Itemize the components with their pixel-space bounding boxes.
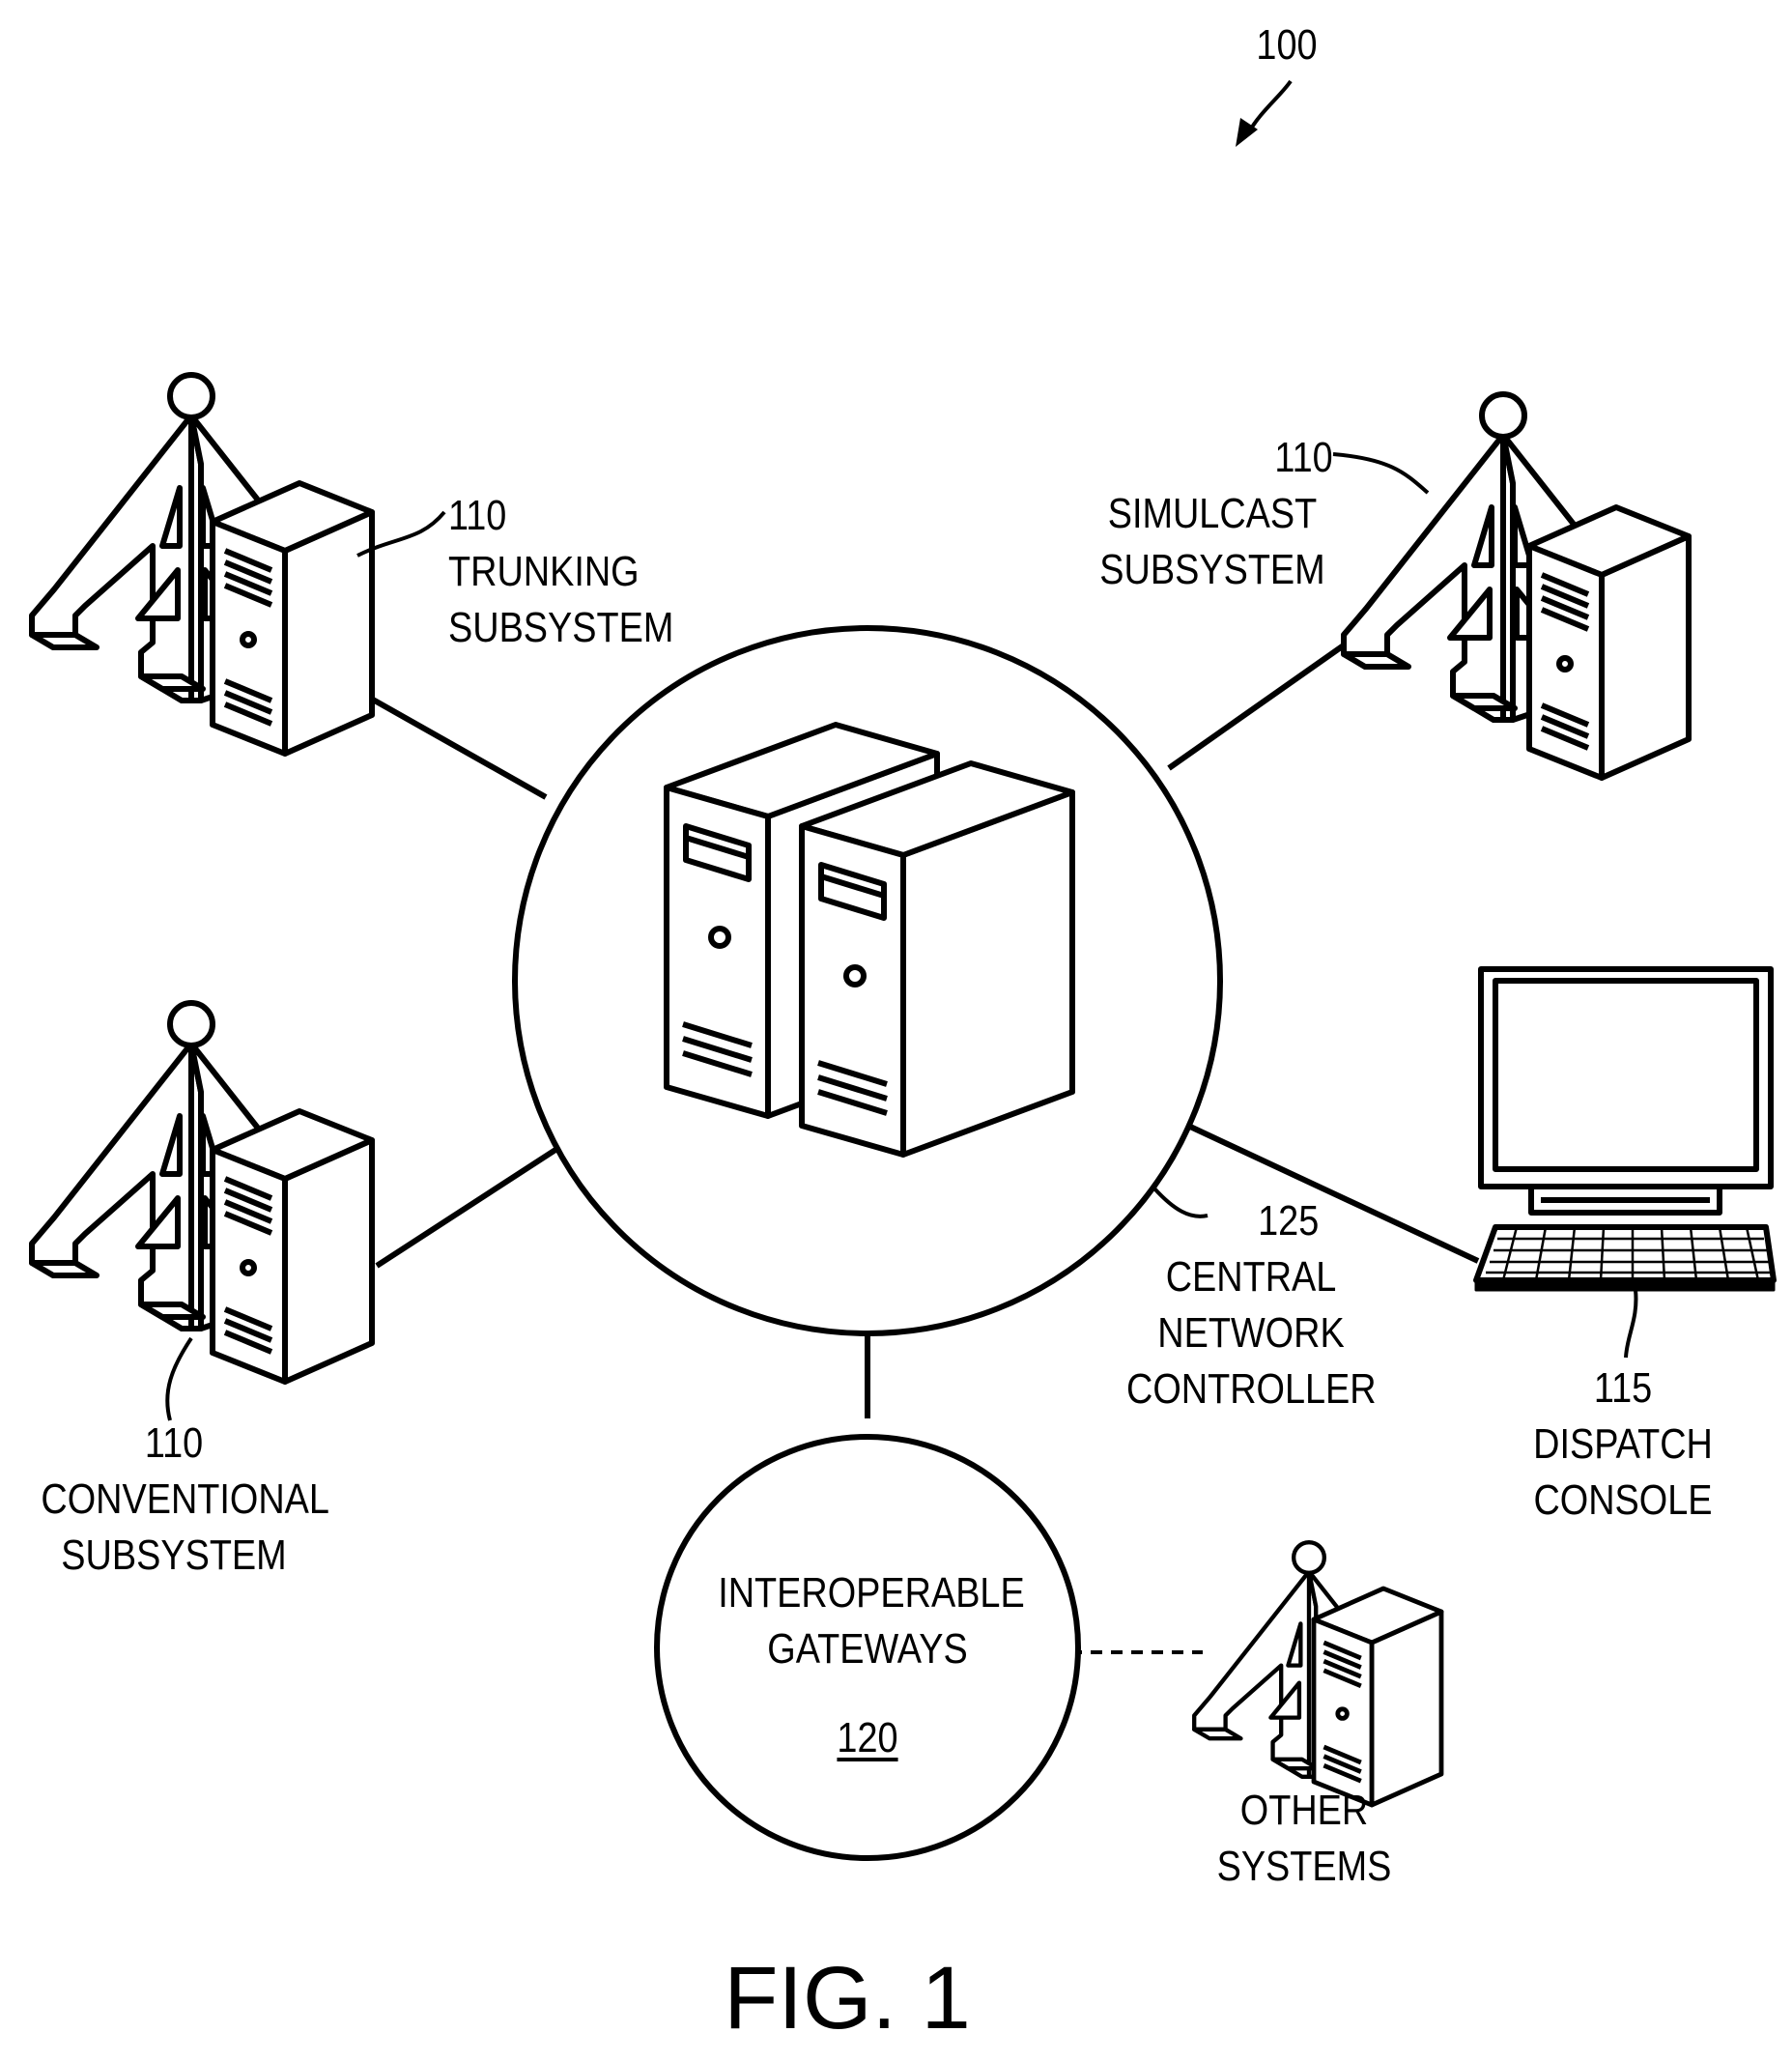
controller-line2: NETWORK bbox=[1126, 1305, 1376, 1361]
keyboard-icon bbox=[1476, 1227, 1774, 1290]
dispatch-line1: DISPATCH bbox=[1520, 1417, 1727, 1473]
monitor-icon bbox=[1481, 969, 1771, 1213]
dispatch-leader bbox=[1626, 1290, 1636, 1358]
dispatch-ref: 115 bbox=[1520, 1360, 1727, 1417]
conventional-link bbox=[377, 1150, 555, 1266]
simulcast-leader bbox=[1333, 454, 1428, 493]
trunking-line2: SUBSYSTEM bbox=[448, 600, 673, 656]
conventional-subsystem-label: 110 CONVENTIONAL SUBSYSTEM bbox=[41, 1416, 306, 1584]
other-systems-label: OTHER SYSTEMS bbox=[1205, 1783, 1404, 1895]
simulcast-subsystem-label: 110 SIMULCAST SUBSYSTEM bbox=[1092, 430, 1332, 598]
interoperable-gateways-label: INTEROPERABLE GATEWAYS 120 bbox=[718, 1565, 1017, 1766]
simulcast-link bbox=[1169, 643, 1348, 768]
trunking-ref: 110 bbox=[448, 488, 673, 544]
trunking-subsystem-label: 110 TRUNKING SUBSYSTEM bbox=[448, 488, 673, 656]
figure-caption: FIG. 1 bbox=[702, 1950, 992, 2047]
conventional-line2: SUBSYSTEM bbox=[41, 1528, 306, 1584]
central-network-controller-label: 125 CENTRAL NETWORK CONTROLLER bbox=[1126, 1193, 1376, 1417]
simulcast-ref: 110 bbox=[1092, 430, 1332, 486]
dispatch-console-label: 115 DISPATCH CONSOLE bbox=[1520, 1360, 1727, 1529]
dispatch-line2: CONSOLE bbox=[1520, 1473, 1727, 1529]
figure-ref-arrow bbox=[1248, 81, 1291, 133]
controller-line1: CENTRAL bbox=[1126, 1249, 1376, 1305]
controller-line3: CONTROLLER bbox=[1126, 1361, 1376, 1417]
server-tower-icon bbox=[213, 483, 372, 754]
trunking-line1: TRUNKING bbox=[448, 544, 673, 600]
controller-ref: 125 bbox=[1126, 1193, 1376, 1249]
simulcast-line2: SUBSYSTEM bbox=[1092, 542, 1332, 598]
server-pair-icon bbox=[667, 725, 1072, 1155]
gateways-line2: GATEWAYS bbox=[718, 1621, 1017, 1677]
other-line2: SYSTEMS bbox=[1205, 1839, 1404, 1895]
gateways-line1: INTEROPERABLE bbox=[718, 1565, 1017, 1621]
gateways-ref: 120 bbox=[837, 1714, 897, 1761]
server-tower-icon bbox=[1314, 1589, 1441, 1805]
conventional-line1: CONVENTIONAL bbox=[41, 1472, 306, 1528]
other-line1: OTHER bbox=[1205, 1783, 1404, 1839]
simulcast-line1: SIMULCAST bbox=[1092, 486, 1332, 542]
figure-reference-number: 100 bbox=[1245, 17, 1328, 73]
trunking-link bbox=[357, 691, 546, 797]
server-tower-icon bbox=[1529, 507, 1689, 778]
server-tower-icon bbox=[213, 1111, 372, 1382]
conventional-ref: 110 bbox=[41, 1416, 306, 1472]
conventional-leader bbox=[167, 1338, 191, 1420]
